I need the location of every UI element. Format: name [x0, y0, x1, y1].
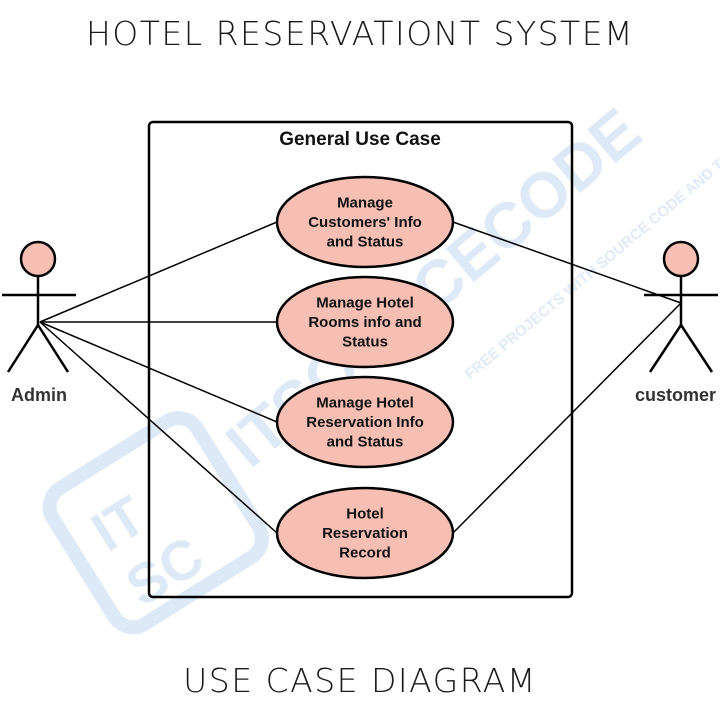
use-case-label-line: and Status — [327, 234, 404, 251]
use-case-label-line: Reservation Info — [306, 414, 424, 431]
actor-customer-head — [662, 240, 700, 278]
use-case-ellipse — [275, 375, 455, 469]
actor-customer-label: customer — [635, 385, 716, 405]
actor-admin[interactable]: Admin — [2, 240, 76, 405]
diagram-title: HOTEL RESERVATIONT SYSTEM — [85, 14, 635, 53]
use-case-ellipse — [275, 486, 455, 580]
use-case-label-line: Record — [339, 545, 391, 562]
association-customer-manage-customers — [452, 221, 682, 304]
diagram-caption: USE CASE DIAGRAM — [183, 661, 537, 700]
use-case-label-line: Hotel — [346, 506, 384, 523]
association-admin-reservation-record — [39, 321, 278, 534]
association-customer-reservation-record — [452, 302, 682, 534]
use-case-label-line: Manage — [337, 195, 393, 212]
use-case-label-line: Reservation — [322, 525, 408, 542]
actor-customer[interactable]: customer — [635, 240, 718, 405]
use-case-ellipse — [275, 275, 455, 369]
use-case-label-line: and Status — [327, 434, 404, 451]
actor-admin-label: Admin — [11, 385, 67, 405]
use-case-label-line: Rooms info and — [308, 314, 421, 331]
association-lines — [39, 221, 682, 534]
use-case-label-line: Customers' Info — [308, 214, 422, 231]
use-case-label-line: Manage Hotel — [316, 295, 414, 312]
association-admin-manage-reservation — [39, 321, 278, 423]
actor-admin-head — [19, 240, 57, 278]
system-boundary — [147, 120, 574, 599]
association-admin-manage-customers — [39, 221, 278, 323]
system-boundary-label: General Use Case — [279, 129, 441, 150]
use-case-label-line: Manage Hotel — [316, 395, 414, 412]
use-case-ellipse — [275, 175, 455, 269]
use-case-label-line: Status — [342, 334, 388, 351]
